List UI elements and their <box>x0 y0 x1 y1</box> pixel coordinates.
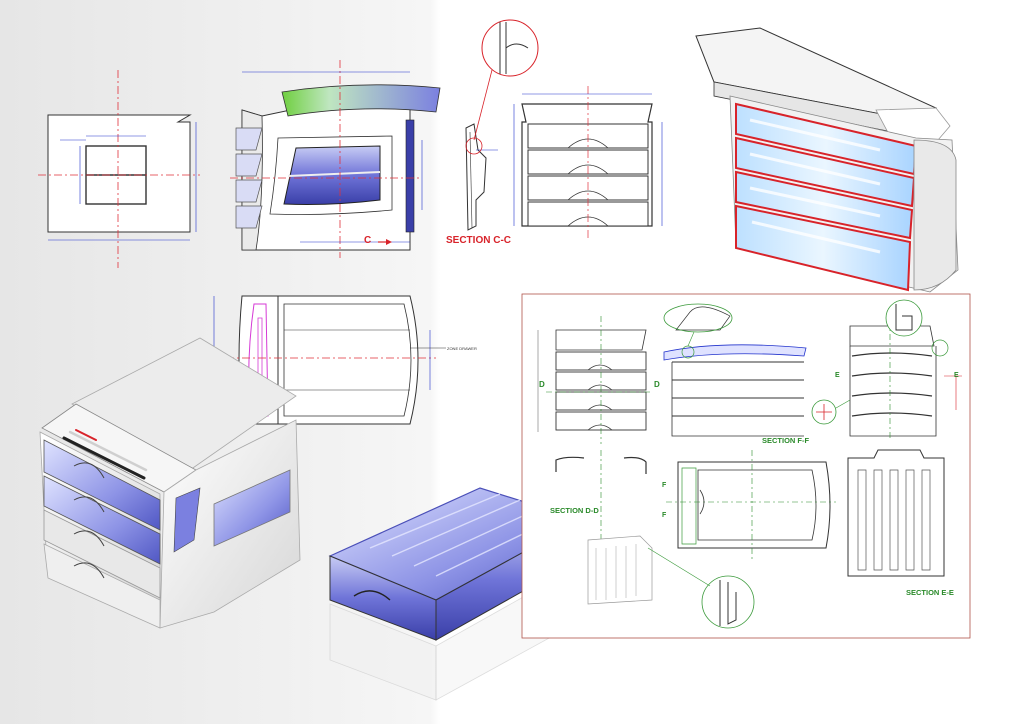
section-cc-label: SECTION C-C <box>446 235 511 246</box>
section-ee-label: SECTION E-E <box>906 588 954 597</box>
front-view-drawing <box>38 70 200 268</box>
section-e-marker-left: E <box>835 372 840 379</box>
section-f-marker-lower: F <box>662 512 667 519</box>
front-drawers-drawing <box>513 86 663 240</box>
top-view-drawing <box>210 295 446 425</box>
section-dd-label: SECTION D-D <box>550 506 599 515</box>
section-e-marker-right: E <box>954 372 959 379</box>
section-d-marker-right: D <box>654 380 660 389</box>
organizer-render-bottom-left <box>39 337 301 629</box>
section-d-marker-left: D <box>539 380 545 389</box>
section-render-top-right <box>695 27 959 293</box>
side-view-drawing <box>230 60 441 258</box>
section-cc-drawing <box>465 19 539 231</box>
section-f-marker-upper: F <box>662 482 667 489</box>
section-ff-label: SECTION F-F <box>762 436 810 445</box>
section-c-marker: C <box>364 235 372 246</box>
zone-drawer-note: ZONE DRAWER <box>447 346 477 351</box>
engineering-drawing-frame <box>521 293 971 639</box>
